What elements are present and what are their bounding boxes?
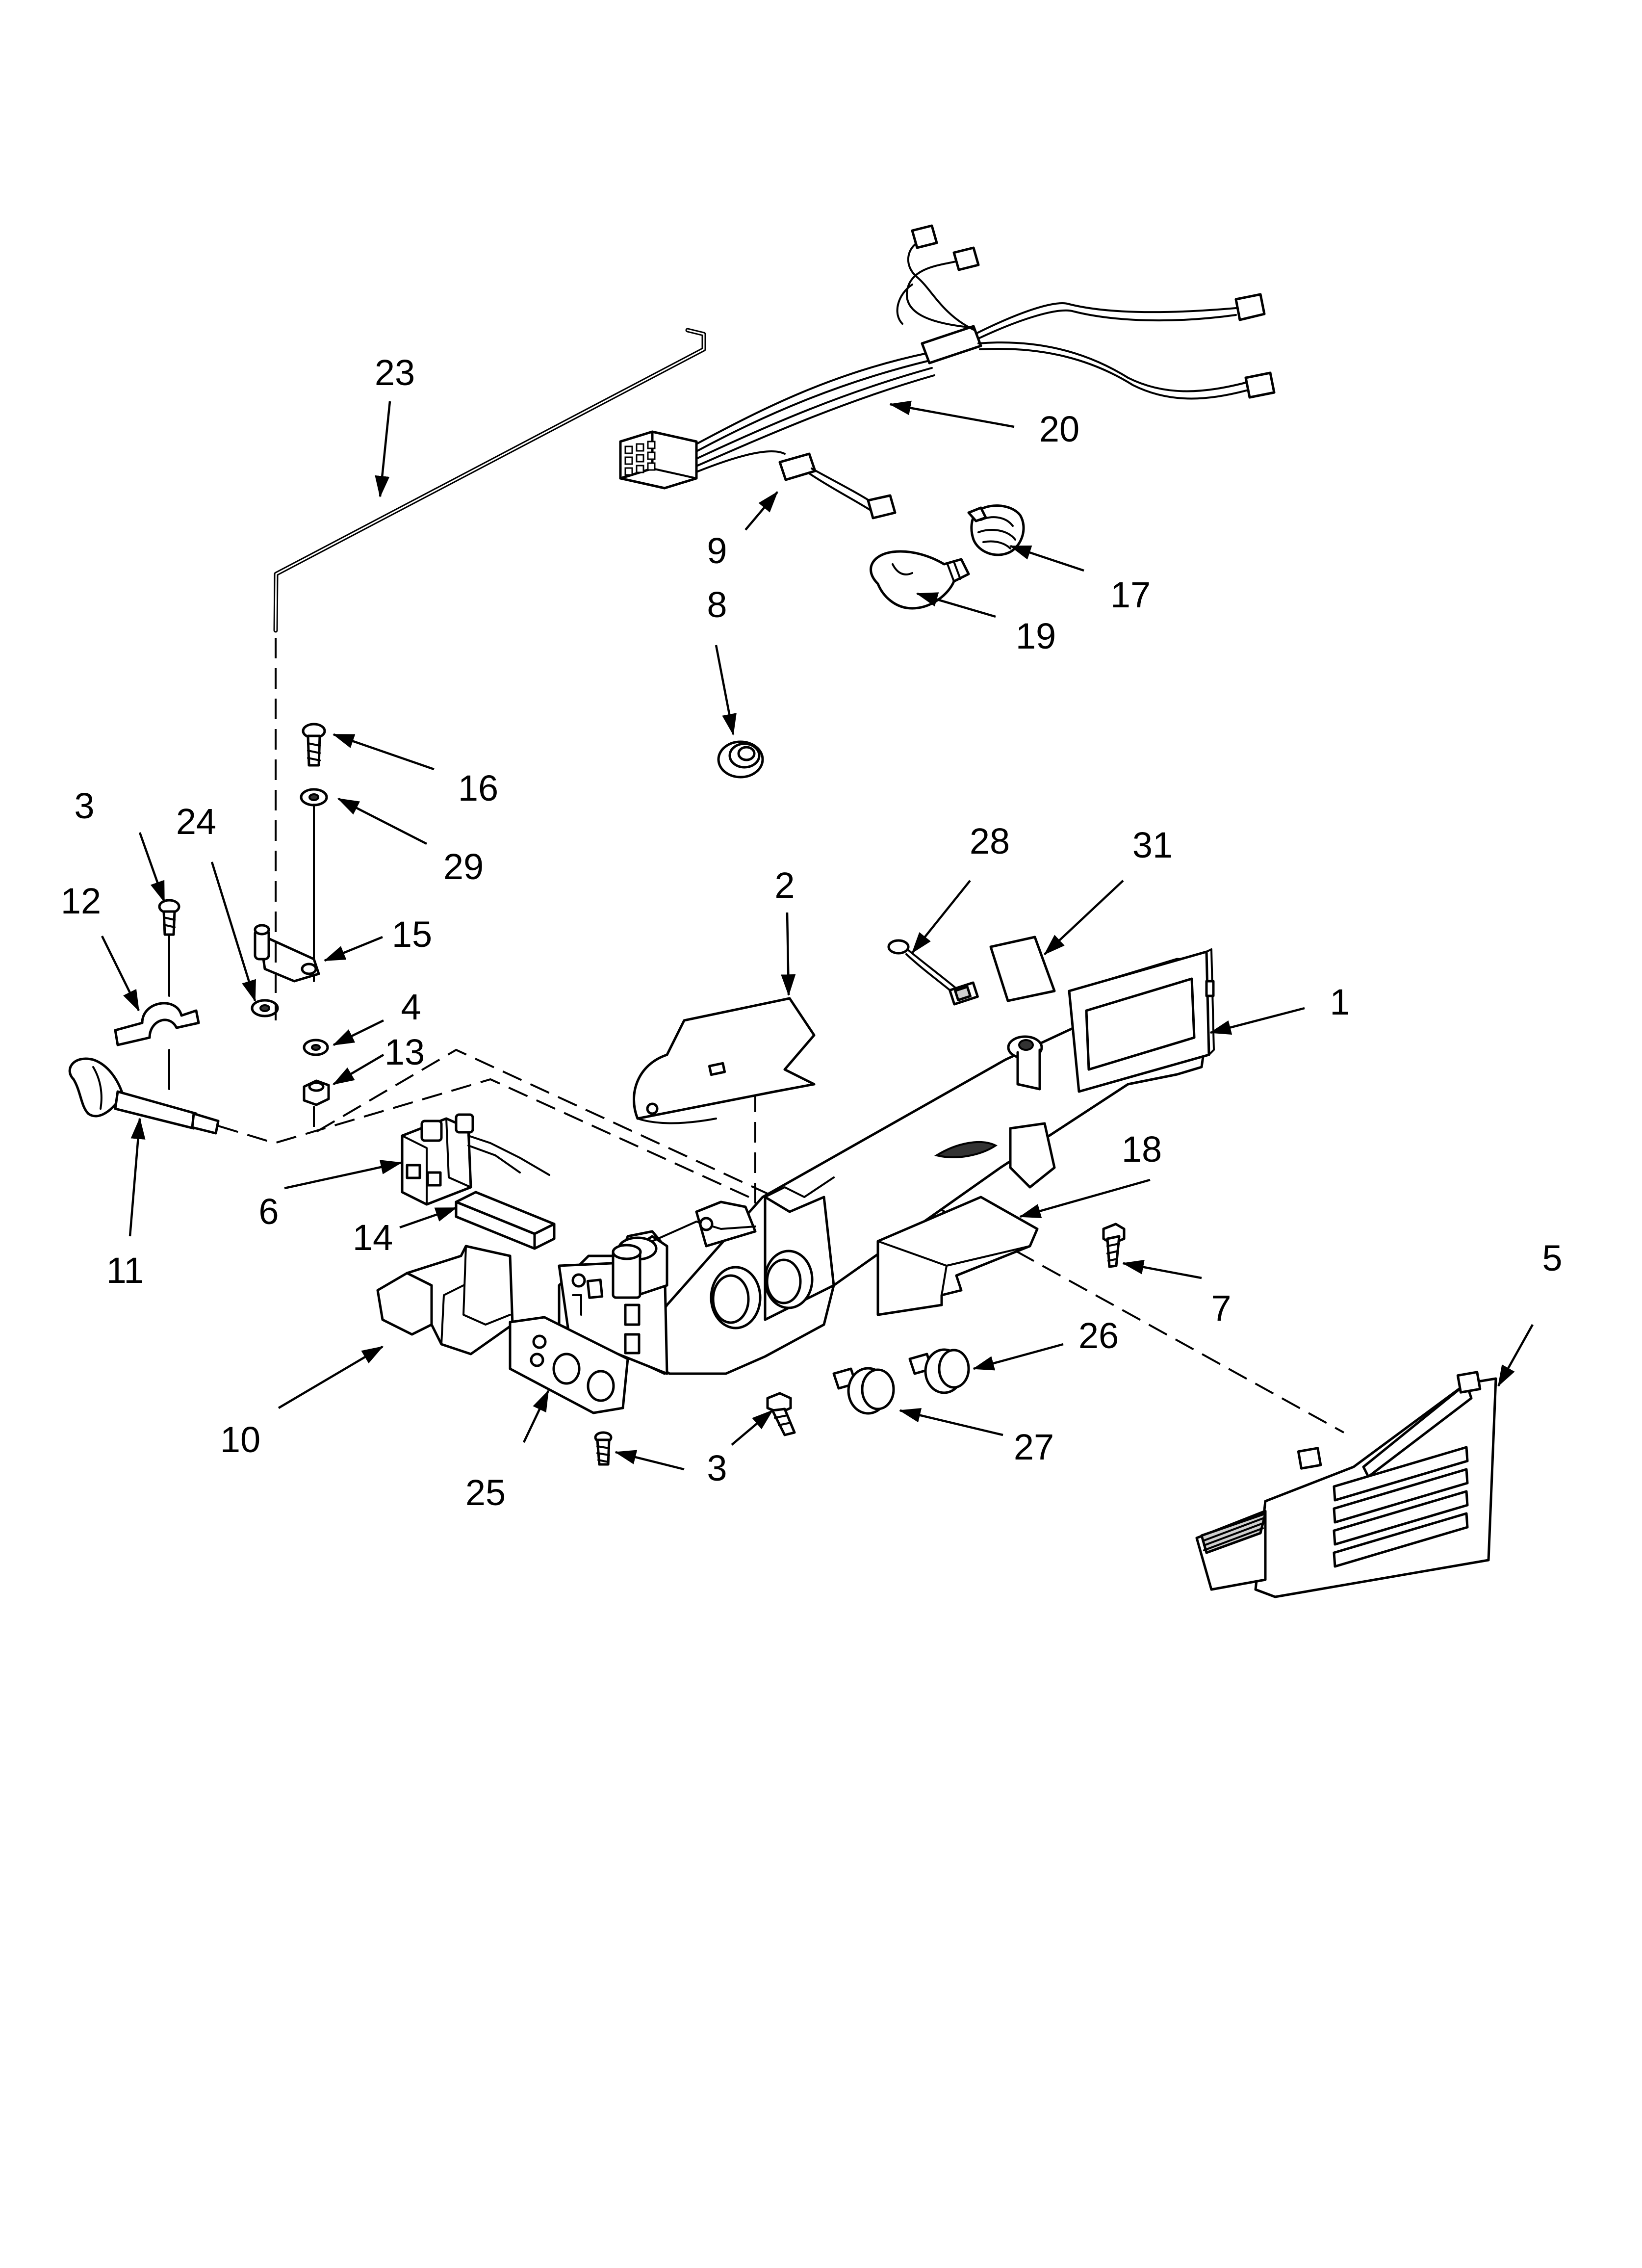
callout-7: 7: [1211, 1288, 1231, 1329]
leader-23: [375, 401, 391, 498]
part-16-screw: [302, 723, 326, 767]
leader-28: [911, 880, 971, 954]
leader-arrows: [101, 400, 1534, 1471]
callout-12: 12: [61, 881, 101, 921]
part-13-nut: [303, 1079, 330, 1106]
leader-26: [972, 1343, 1064, 1371]
callout-3-upper: 3: [74, 785, 94, 826]
leader-25: [522, 1390, 550, 1443]
leader-24: [210, 861, 257, 1002]
leader-10: [278, 1346, 384, 1409]
part-18-shield: [876, 1196, 1039, 1316]
part-10-bracket: [376, 1245, 514, 1356]
leader-14: [399, 1206, 458, 1229]
callout-5: 5: [1542, 1238, 1562, 1278]
leader-3b: [731, 1409, 773, 1446]
part-20-wire-harness: [619, 224, 1276, 520]
leader-8: [715, 645, 737, 736]
callout-6: 6: [258, 1191, 279, 1232]
leader-11: [128, 1117, 146, 1237]
leader-3c: [614, 1450, 685, 1471]
part-27-knob: [832, 1367, 895, 1415]
part-1-housing: [558, 948, 1215, 1375]
callout-11: 11: [106, 1250, 144, 1291]
part-25-overlay-plate: [509, 1316, 629, 1414]
part-24-washer: [251, 999, 279, 1017]
part-11-shaft: [68, 1057, 220, 1135]
leader-13: [333, 1054, 385, 1085]
part-19-light-bulb: [870, 550, 970, 610]
part-2-insulation: [633, 997, 816, 1124]
leader-29: [337, 797, 428, 845]
part-3-screw-lower: [594, 1431, 613, 1466]
leader-27: [898, 1408, 1003, 1436]
leader-2: [781, 912, 796, 996]
leader-6: [284, 1160, 403, 1190]
callout-9: 9: [707, 530, 727, 571]
callout-25: 25: [465, 1472, 506, 1513]
leader-3a: [138, 832, 166, 903]
leader-7: [1122, 1259, 1202, 1279]
part-7-screw: [1102, 1223, 1126, 1268]
callout-2: 2: [774, 865, 795, 906]
callout-31: 31: [1132, 825, 1173, 865]
callout-17: 17: [1110, 574, 1151, 615]
part-3-screw-upper: [158, 899, 180, 936]
part-5-grille: [1195, 1371, 1497, 1598]
part-3-screw-center: [766, 1392, 796, 1436]
callout-27: 27: [1014, 1427, 1054, 1467]
part-8-plug-button: [717, 740, 764, 779]
callout-14: 14: [353, 1217, 393, 1258]
assembly-dashed-lines: [218, 638, 1344, 1434]
callout-labels: 23 20 9 8 17 19 16 29 3 24 12 15 4 13 2 …: [61, 352, 1563, 1513]
part-12-clamp: [114, 1002, 200, 1046]
callout-8: 8: [707, 584, 727, 625]
callout-19: 19: [1016, 616, 1056, 656]
callout-18: 18: [1122, 1129, 1162, 1170]
callout-24: 24: [176, 801, 216, 842]
callout-4: 4: [401, 987, 421, 1027]
leader-9: [744, 491, 778, 531]
leader-16: [332, 733, 435, 771]
part-26-knob: [908, 1348, 970, 1394]
leader-17: [1009, 545, 1084, 572]
part-6-switch: [401, 1113, 550, 1206]
callout-3-lower: 3: [707, 1448, 727, 1488]
callout-10: 10: [220, 1419, 260, 1460]
leader-15: [323, 936, 383, 962]
callout-26: 26: [1078, 1315, 1119, 1356]
callout-1: 1: [1330, 982, 1350, 1022]
callout-23: 23: [375, 352, 415, 393]
leader-20: [889, 400, 1015, 428]
leader-31: [1044, 880, 1124, 955]
part-4-washer: [303, 1039, 329, 1056]
callout-16: 16: [458, 768, 498, 808]
part-15-crank: [254, 924, 320, 983]
part-23-rod: [273, 328, 706, 633]
leader-19: [916, 592, 996, 618]
leader-18: [1019, 1178, 1151, 1219]
part-31-pad: [989, 936, 1056, 1002]
part-14-foam-strip: [455, 1191, 556, 1250]
leader-12: [101, 936, 140, 1012]
leader-5: [1497, 1324, 1534, 1387]
leader-4: [333, 1019, 384, 1046]
leader-1: [1209, 1007, 1305, 1035]
callout-20: 20: [1039, 409, 1079, 449]
callout-28: 28: [970, 821, 1010, 861]
callout-29: 29: [443, 846, 484, 887]
part-28-sensor: [887, 939, 979, 1006]
callout-15: 15: [392, 914, 432, 955]
callout-13: 13: [385, 1032, 425, 1072]
part-29-washer: [300, 788, 328, 807]
